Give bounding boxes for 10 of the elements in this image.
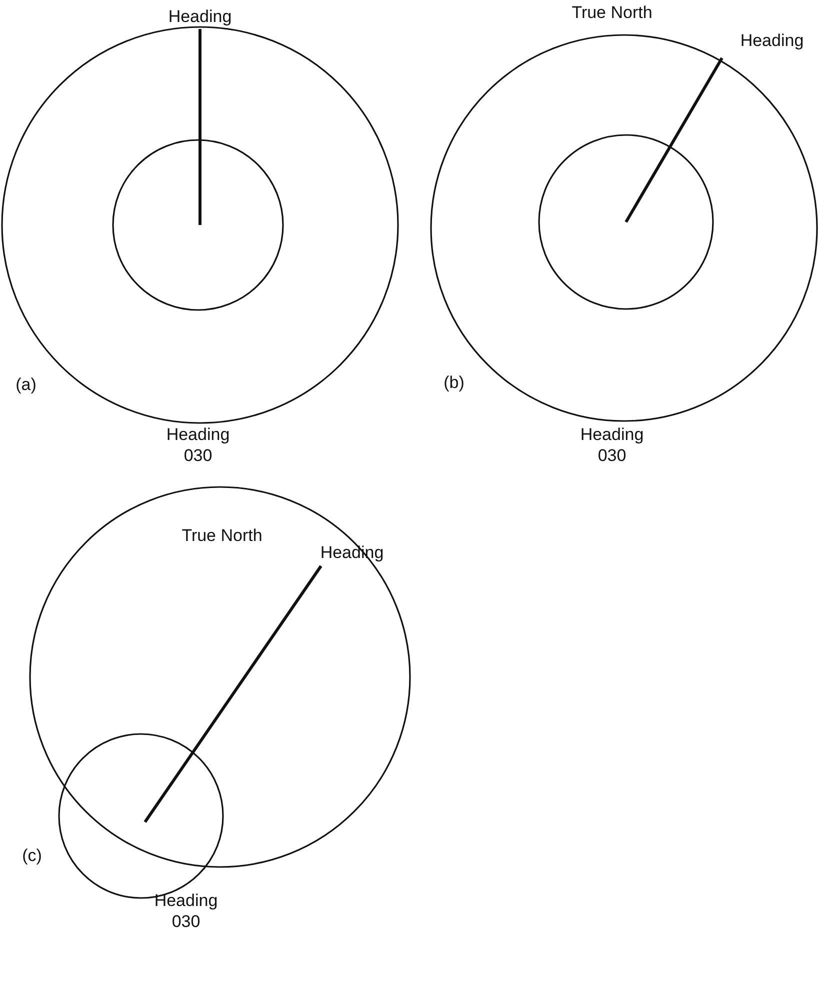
north-label: True North (180, 525, 264, 546)
panel-letter: (c) (21, 845, 43, 866)
heading-value-label: Heading 030 (165, 424, 231, 466)
panel-letter: (b) (442, 372, 466, 393)
heading-value-label: Heading 030 (579, 424, 645, 466)
panel-letter: (a) (14, 374, 38, 395)
heading-value-label: Heading 030 (153, 890, 219, 932)
north-label: True North (570, 2, 654, 23)
heading-label: Heading (167, 6, 233, 27)
heading-label: Heading (739, 30, 805, 51)
